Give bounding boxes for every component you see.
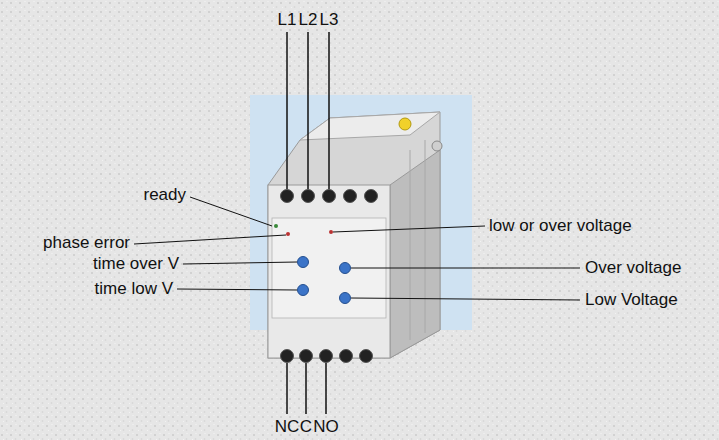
contact-name: NC: [275, 417, 300, 437]
terminal-name: L1: [278, 10, 297, 30]
contact-name: C: [300, 417, 312, 437]
label-text: L2: [299, 10, 318, 29]
label-text: C: [300, 417, 312, 436]
label-text: NC: [275, 417, 300, 436]
indicator-label: ready: [143, 185, 186, 205]
indicator-label: low or over voltage: [489, 216, 632, 236]
terminal-name: L3: [320, 10, 339, 30]
knob-label: Over voltage: [585, 258, 681, 278]
knob-label: time low V: [95, 279, 173, 299]
label-text: time over V: [93, 254, 179, 273]
label-text: time low V: [95, 279, 173, 298]
wires: [287, 32, 329, 414]
knob-label: time over V: [93, 254, 179, 274]
contact-name: NO: [313, 417, 339, 437]
label-text: phase error: [43, 233, 130, 252]
label-text: L3: [320, 10, 339, 29]
label-text: Low Voltage: [585, 290, 678, 309]
knob-label: Low Voltage: [585, 290, 678, 310]
label-text: ready: [143, 185, 186, 204]
label-text: low or over voltage: [489, 216, 632, 235]
leader-lines: [134, 197, 580, 300]
label-text: L1: [278, 10, 297, 29]
relay-body: [268, 112, 442, 363]
label-text: NO: [313, 417, 339, 436]
indicator-label: phase error: [43, 233, 130, 253]
terminal-name: L2: [299, 10, 318, 30]
label-text: Over voltage: [585, 258, 681, 277]
